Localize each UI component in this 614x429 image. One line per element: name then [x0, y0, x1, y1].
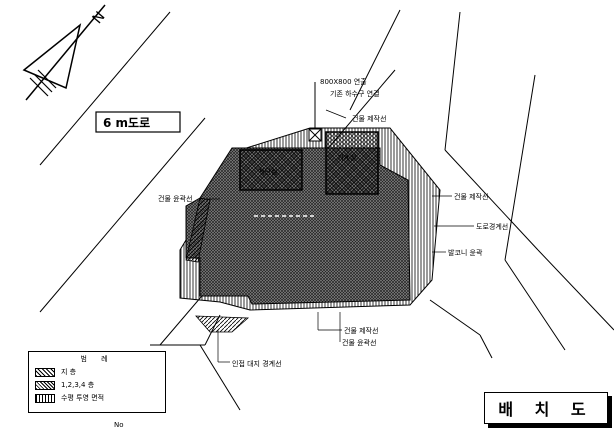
room-left — [239, 149, 303, 191]
drawing-title: 배 치 도 — [484, 392, 608, 424]
page-mark: No — [114, 421, 124, 429]
legend-item: 1,2,3,4 층 — [35, 380, 165, 390]
callout-outline-left: 건물 윤곽선 — [158, 194, 192, 203]
callout-outline-bottom: 건물 윤곽선 — [342, 338, 376, 347]
callout-pipe-desc: 기존 하수구 연결 — [330, 89, 380, 98]
legend-swatch — [35, 367, 55, 377]
legend: 범 례 지 층 1,2,3,4 층 수평 투영 면적 — [28, 351, 166, 413]
legend-swatch — [35, 380, 55, 390]
callout-setback-top: 건물 제작선 — [352, 114, 386, 123]
road-label-box: 6 m도로 — [95, 111, 181, 133]
setback-strip-left — [185, 197, 211, 263]
callout-setback-right: 건물 제작선 — [454, 192, 488, 201]
legend-item: 지 층 — [35, 367, 165, 377]
room-right-label: 기계실 — [337, 153, 356, 162]
callout-leaders — [205, 109, 474, 363]
legend-item-label: 수평 투영 면적 — [61, 394, 105, 402]
setback-strip-bottom — [195, 315, 250, 333]
callout-balcony: 발코니 윤곽 — [448, 248, 483, 257]
callout-setback-bottom: 건물 제작선 — [344, 326, 378, 335]
svg-text:N: N — [90, 9, 109, 27]
road-label: 6 m도로 — [103, 116, 150, 130]
room-right — [325, 131, 379, 195]
callout-road-boundary: 도로경계선 — [476, 222, 508, 231]
callout-pipe-size: 800X800 연출 — [320, 77, 367, 86]
legend-swatch — [35, 393, 55, 403]
north-arrow-icon: N — [22, 4, 109, 101]
drain-box-icon — [308, 82, 322, 142]
legend-item: 수평 투영 면적 — [35, 393, 165, 403]
legend-item-label: 1,2,3,4 층 — [61, 381, 95, 389]
legend-item-label: 지 층 — [61, 368, 77, 376]
callout-site-boundary: 인접 대지 경계선 — [232, 359, 282, 368]
room-left-label: 계단실 — [258, 167, 277, 176]
legend-title: 범 례 — [80, 355, 114, 363]
